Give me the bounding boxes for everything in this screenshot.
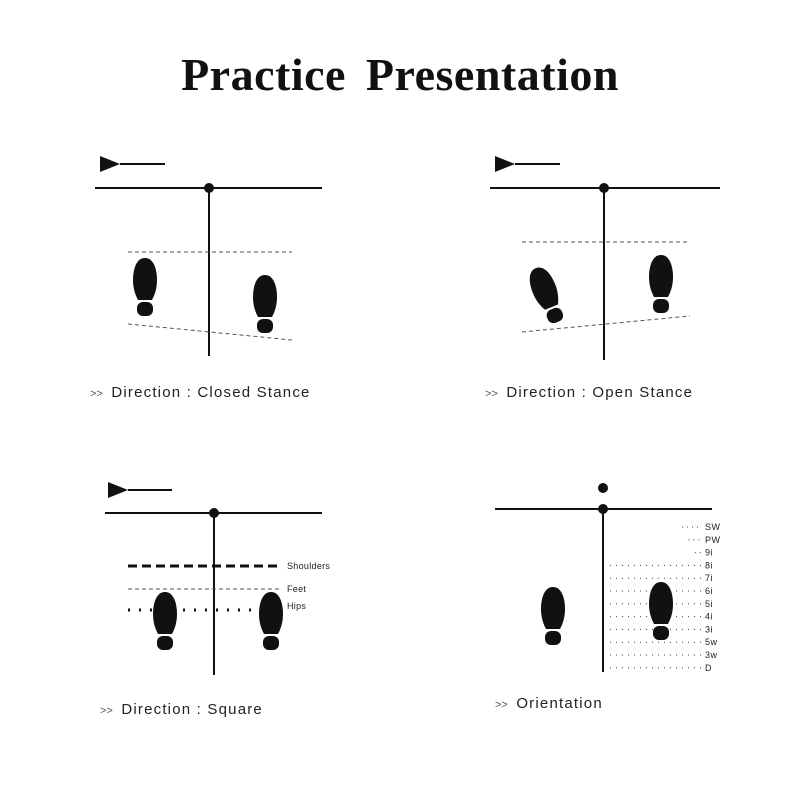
club-label: 4i [705, 612, 713, 622]
svg-text:>> Direction : Square: >> Direction : Square [100, 701, 263, 718]
panel-square: Shoulders Feet Hips >> Direction : Squar… [100, 482, 330, 718]
club-label: PW [705, 535, 721, 545]
club-label: D [705, 663, 712, 673]
ball [598, 504, 608, 514]
svg-text:>> Direction : Open Stan: >> Direction : Open Stance [485, 384, 693, 401]
svg-text:>> Direction : Closed St: >> Direction : Closed Stance [90, 384, 311, 401]
svg-text:>> Orientation: >> Orientation [495, 695, 603, 712]
caption-open-stance: Direction : Open Stance [506, 384, 693, 401]
club-position-grid [610, 526, 701, 669]
club-label: 7i [705, 573, 713, 583]
right-footprint [253, 275, 277, 333]
ball [204, 183, 214, 193]
club-label: 3i [705, 624, 713, 634]
left-footprint [153, 592, 177, 650]
caption-prefix: >> [90, 388, 103, 400]
ball [209, 508, 219, 518]
caption-orientation: Orientation [516, 695, 603, 712]
shoulders-label: Shoulders [287, 561, 330, 571]
panel-open-stance: >> Direction : Open Stance [485, 156, 720, 401]
club-label: 6i [705, 586, 713, 596]
page-title: Practice Presentation [181, 49, 619, 100]
club-label: 9i [705, 548, 713, 558]
feet-label: Feet [287, 584, 306, 594]
club-label: 5i [705, 599, 713, 609]
panel-closed-stance: >> Direction : Closed Stance [90, 156, 322, 401]
panel-orientation: SW PW 9i 8i 7i 6i 5i 4i 3i 5w 3wD >> Orientation [495, 483, 721, 712]
right-footprint [649, 255, 673, 313]
caption-prefix: >> [100, 705, 113, 717]
hips-label: Hips [287, 601, 306, 611]
club-labels: SW PW 9i 8i 7i 6i 5i 4i 3i 5w 3wD [705, 522, 721, 673]
caption-prefix: >> [485, 388, 498, 400]
right-footprint [259, 592, 283, 650]
club-label: 3w [705, 650, 718, 660]
heel-line [521, 315, 691, 333]
club-label: 5w [705, 637, 718, 647]
target-ball [598, 483, 608, 493]
club-label: 8i [705, 560, 713, 570]
left-footprint [133, 258, 157, 316]
club-label: SW [705, 522, 721, 532]
left-footprint [541, 587, 565, 645]
caption-square: Direction : Square [121, 701, 263, 718]
right-footprint [649, 582, 673, 640]
caption-closed-stance: Direction : Closed Stance [111, 384, 310, 401]
left-footprint [524, 263, 569, 327]
ball [599, 183, 609, 193]
caption-prefix: >> [495, 699, 508, 711]
